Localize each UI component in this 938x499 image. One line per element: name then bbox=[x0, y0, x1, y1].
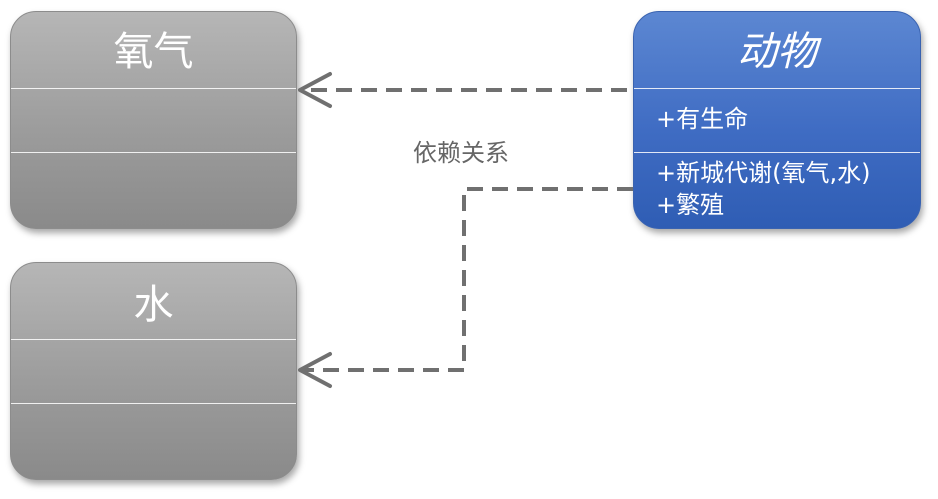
dependency-arrowhead-water bbox=[298, 352, 332, 388]
class-animal[interactable]: 动物 +有生命 +新城代谢(氧气,水) +繁殖 bbox=[633, 11, 921, 229]
dependency-label: 依赖关系 bbox=[413, 139, 509, 167]
operation-compartment-water bbox=[11, 403, 296, 479]
class-name-water: 水 bbox=[133, 282, 174, 328]
operation-compartment-oxygen bbox=[11, 152, 296, 228]
operation-reproduce: +繁殖 bbox=[656, 191, 725, 219]
attribute-compartment-animal: +有生命 bbox=[634, 88, 920, 152]
class-water[interactable]: 水 bbox=[10, 262, 297, 480]
operation-metabolism: +新城代谢(氧气,水) bbox=[656, 159, 871, 187]
dependency-line-water bbox=[300, 187, 633, 372]
operation-compartment-animal: +新城代谢(氧气,水) +繁殖 bbox=[634, 152, 920, 228]
class-name-animal: 动物 bbox=[737, 29, 817, 75]
dependency-arrowhead-oxygen bbox=[298, 72, 332, 108]
attribute-compartment-water bbox=[11, 339, 296, 403]
class-oxygen[interactable]: 氧气 bbox=[10, 11, 297, 229]
attribute-compartment-oxygen bbox=[11, 88, 296, 152]
class-name-oxygen: 氧气 bbox=[113, 29, 194, 75]
attribute-alive: +有生命 bbox=[656, 105, 749, 133]
